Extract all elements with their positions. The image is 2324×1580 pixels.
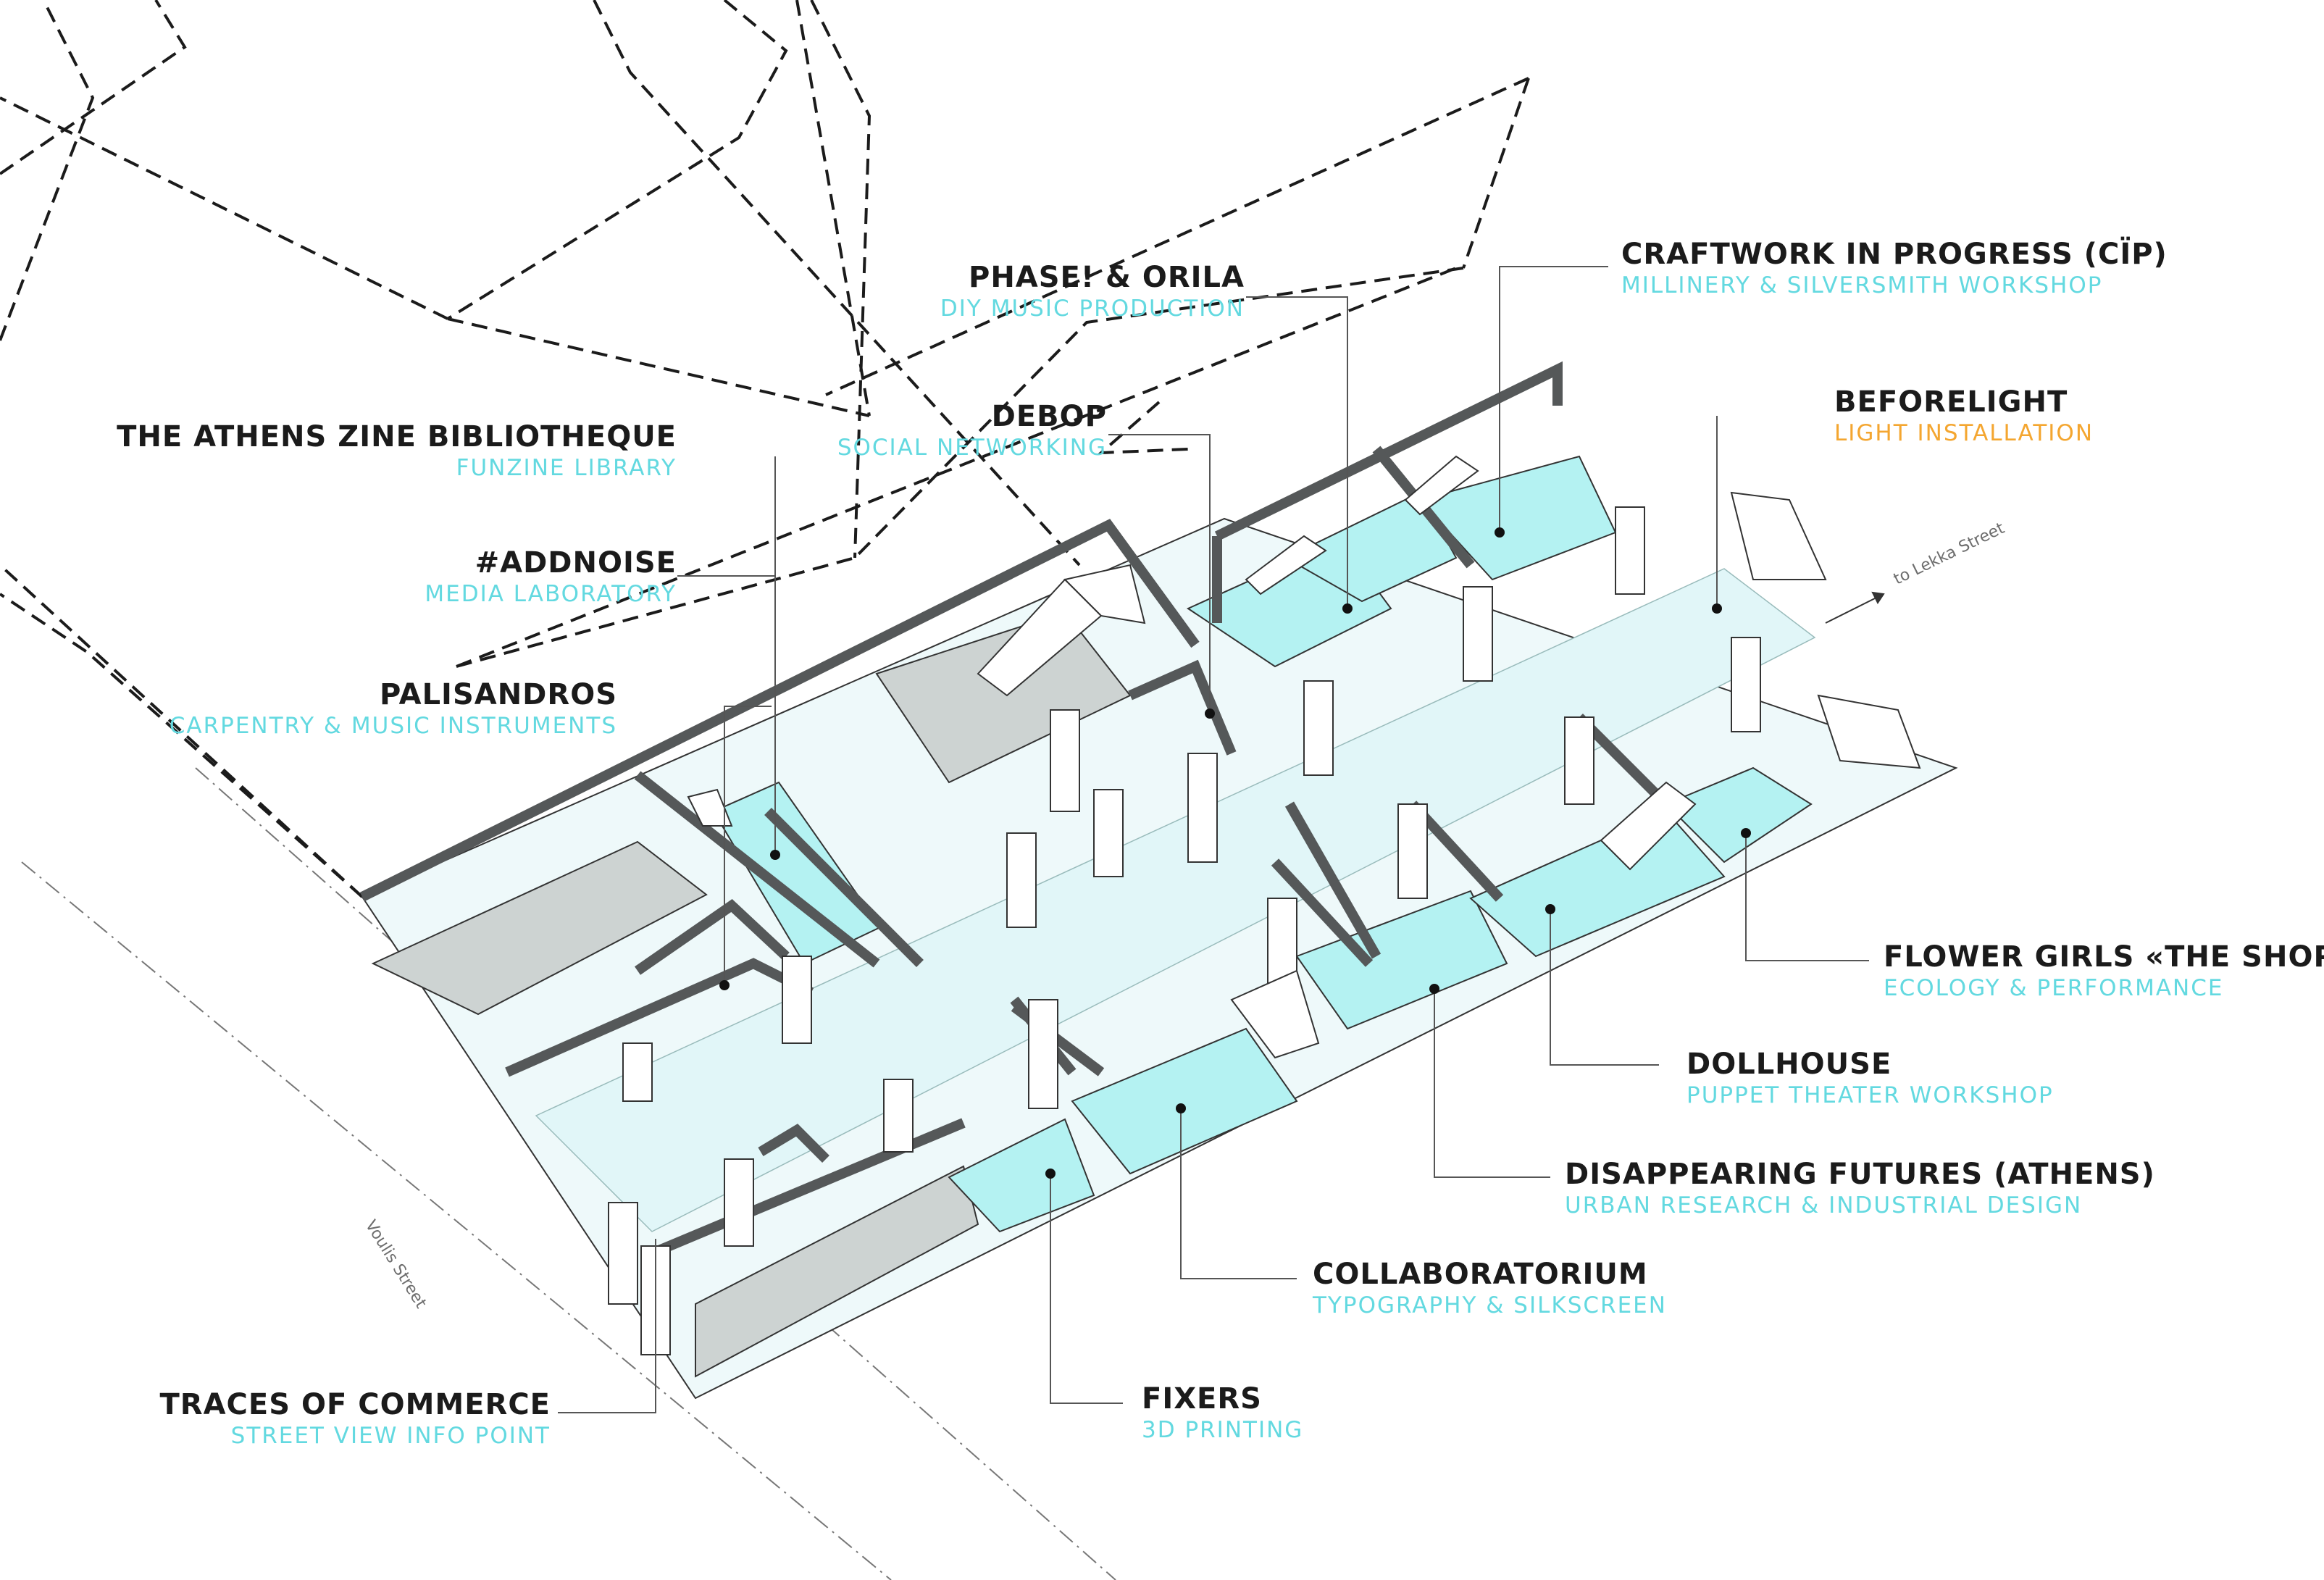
label-traces-sub: STREET VIEW INFO POINT bbox=[230, 1423, 551, 1449]
cyan-rooms bbox=[712, 455, 1813, 1233]
label-athens-zine: THE ATHENS ZINE BIBLIOTHEQUE FUNZINE LIB… bbox=[117, 422, 677, 480]
label-collaboratorium: COLLABORATORIUM TYPOGRAPHY & SILKSCREEN bbox=[1313, 1259, 1667, 1318]
label-traces: TRACES OF COMMERCE STREET VIEW INFO POIN… bbox=[160, 1389, 551, 1448]
label-flower-girls: FLOWER GIRLS «THE SHOP» ECOLOGY & PERFOR… bbox=[1884, 942, 2324, 1000]
label-traces-name: TRACES OF COMMERCE bbox=[159, 1388, 551, 1421]
label-debop: DEBOP SOCIAL NETWORKING bbox=[837, 401, 1107, 460]
label-addnoise: #ADDNOISE MEDIA LABORATORY bbox=[425, 548, 677, 606]
arrow-icon bbox=[1825, 591, 1885, 624]
label-collaboratorium-name: COLLABORATORIUM bbox=[1313, 1258, 1648, 1291]
label-dollhouse: DOLLHOUSE PUPPET THEATER WORKSHOP bbox=[1686, 1049, 2054, 1108]
label-athens-zine-sub: FUNZINE LIBRARY bbox=[456, 455, 677, 481]
leader-lines bbox=[558, 266, 1869, 1413]
roof-outline-dashed bbox=[0, 0, 1530, 898]
street-guides bbox=[21, 767, 1116, 1580]
label-palisandros: PALISANDROS CARPENTRY & MUSIC INSTRUMENT… bbox=[170, 680, 617, 738]
label-craftwork-name: CRAFTWORK IN PROGRESS (CÏP) bbox=[1621, 238, 2168, 271]
label-disappearing-sub: URBAN RESEARCH & INDUSTRIAL DESIGN bbox=[1565, 1192, 2083, 1219]
label-craftwork-sub: MILLINERY & SILVERSMITH WORKSHOP bbox=[1621, 272, 2103, 298]
label-disappearing: DISAPPEARING FUTURES (ATHENS) URBAN RESE… bbox=[1565, 1159, 2155, 1218]
label-fixers-name: FIXERS bbox=[1142, 1382, 1262, 1416]
label-palisandros-sub: CARPENTRY & MUSIC INSTRUMENTS bbox=[169, 713, 617, 739]
label-fixers-sub: 3D PRINTING bbox=[1142, 1417, 1304, 1443]
label-collaboratorium-sub: TYPOGRAPHY & SILKSCREEN bbox=[1313, 1292, 1667, 1318]
label-palisandros-name: PALISANDROS bbox=[379, 678, 617, 711]
label-dollhouse-name: DOLLHOUSE bbox=[1686, 1048, 1892, 1081]
label-dollhouse-sub: PUPPET THEATER WORKSHOP bbox=[1686, 1082, 2054, 1108]
label-phase-orila: PHASE! & ORILA DIY MUSIC PRODUCTION bbox=[940, 262, 1245, 321]
label-beforelight-name: BEFORELIGHT bbox=[1834, 385, 2068, 419]
label-beforelight-sub: LIGHT INSTALLATION bbox=[1834, 420, 2094, 446]
label-flower-girls-name: FLOWER GIRLS «THE SHOP» bbox=[1884, 940, 2324, 974]
label-flower-girls-sub: ECOLOGY & PERFORMANCE bbox=[1884, 975, 2224, 1001]
label-debop-sub: SOCIAL NETWORKING bbox=[837, 435, 1107, 461]
label-phase-orila-name: PHASE! & ORILA bbox=[969, 261, 1245, 294]
label-debop-name: DEBOP bbox=[991, 400, 1107, 433]
grey-room-bottom bbox=[695, 1165, 979, 1378]
label-disappearing-name: DISAPPEARING FUTURES (ATHENS) bbox=[1565, 1158, 2155, 1191]
wall-tops bbox=[359, 361, 1670, 1258]
label-beforelight: BEFORELIGHT LIGHT INSTALLATION bbox=[1834, 387, 2094, 446]
label-athens-zine-name: THE ATHENS ZINE BIBLIOTHEQUE bbox=[117, 420, 677, 453]
label-addnoise-name: #ADDNOISE bbox=[475, 546, 677, 580]
label-craftwork: CRAFTWORK IN PROGRESS (CÏP) MILLINERY & … bbox=[1621, 239, 2168, 298]
label-fixers: FIXERS 3D PRINTING bbox=[1142, 1384, 1303, 1442]
label-phase-orila-sub: DIY MUSIC PRODUCTION bbox=[940, 296, 1245, 322]
leader-dots bbox=[719, 527, 1751, 1179]
grey-room-left bbox=[371, 840, 708, 1016]
staircases bbox=[687, 455, 1921, 1059]
label-addnoise-sub: MEDIA LABORATORY bbox=[425, 581, 677, 607]
